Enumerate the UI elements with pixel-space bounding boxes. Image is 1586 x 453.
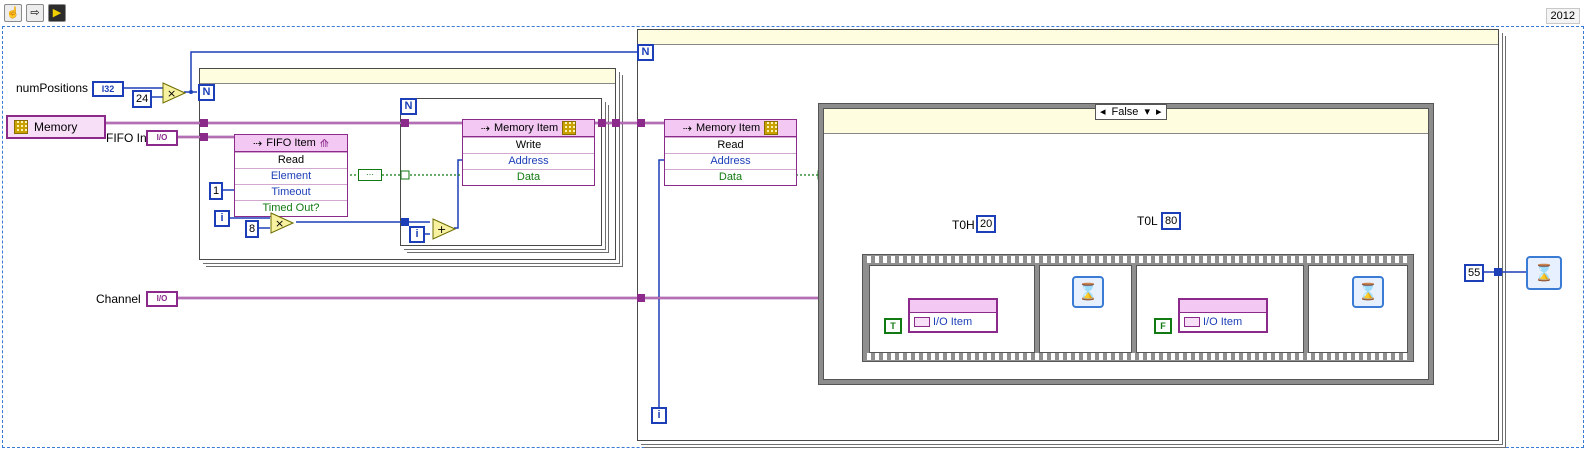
io-item-node-2[interactable]: I/O Item (1178, 298, 1268, 333)
memory-write-grid-icon (562, 121, 577, 135)
for-loop-outer-header (200, 69, 615, 84)
arrow-right-icon[interactable]: ⇨ (26, 4, 44, 22)
case-dropdown-icon[interactable]: ▾ (1144, 106, 1150, 118)
io-item-1-header (910, 300, 996, 313)
memory-read-row-address: Address (665, 153, 796, 169)
case-selector-value: False (1111, 106, 1139, 118)
constant-24[interactable]: 24 (132, 90, 153, 108)
numpositions-control[interactable]: I32 (92, 81, 124, 97)
memory-write-node[interactable]: ⇢ Memory Item Write Address Data (462, 119, 595, 186)
fifo-item-header: ⇢ FIFO Item ⟰ (235, 135, 347, 152)
fifo-in-label: FIFO In (106, 131, 147, 145)
fifo-row-read: Read (235, 152, 347, 168)
multiply-node-2[interactable]: × (270, 212, 295, 237)
io-item-2-body: I/O Item (1180, 313, 1266, 331)
film-dots-top (867, 256, 1409, 263)
for-loop-right-header (638, 30, 1498, 45)
memory-control[interactable]: Memory (6, 115, 106, 139)
fifo-item-title: FIFO Item (266, 137, 316, 149)
io-item-1-ref-icon (914, 317, 930, 327)
fifo-item-node[interactable]: ⇢ FIFO Item ⟰ Read Element Timeout Timed… (234, 134, 348, 217)
bool-constant-true[interactable]: T (884, 318, 902, 334)
bool-constant-false[interactable]: F (1154, 318, 1172, 334)
constant-8[interactable]: 8 (245, 220, 260, 238)
wait-ticks-icon-3[interactable]: ⌛ (1526, 256, 1562, 290)
io-item-node-1[interactable]: I/O Item (908, 298, 998, 333)
fifo-row-timeout: Timeout (235, 184, 347, 200)
constant-55[interactable]: 55 (1464, 264, 1485, 282)
film-dots-bottom (867, 353, 1409, 360)
t0h-constant[interactable]: 20 (976, 215, 997, 233)
right-loop-count-terminal[interactable]: N (637, 44, 654, 61)
svg-text:×: × (167, 87, 176, 100)
multiply-node[interactable]: × (162, 82, 187, 107)
memory-write-row-data: Data (463, 169, 594, 185)
io-item-2-label: I/O Item (1203, 316, 1243, 328)
case-prev-icon[interactable]: ◂ (1100, 106, 1106, 118)
io-item-1-label: I/O Item (933, 316, 973, 328)
wait-ticks-icon-2[interactable]: ⌛ (1352, 276, 1384, 308)
run-vi-icon[interactable]: ▶ (48, 4, 66, 22)
io-item-2-ref-icon (1184, 317, 1200, 327)
fifo-arrow-icon: ⇢ (253, 137, 263, 150)
loop-iteration-terminal: i (214, 210, 230, 227)
fifo-row-timed-out: Timed Out? (235, 200, 347, 216)
memory-read-header: ⇢ Memory Item (665, 120, 796, 137)
channel-label: Channel (96, 292, 141, 306)
fifo-row-element: Element (235, 168, 347, 184)
memory-write-header: ⇢ Memory Item (463, 120, 594, 137)
toolbar: ☝ ⇨ ▶ (4, 4, 66, 24)
io-item-1-body: I/O Item (910, 313, 996, 331)
svg-text:+: + (437, 223, 446, 236)
t0h-label: T0H (952, 218, 975, 232)
memory-read-row-read: Read (665, 137, 796, 153)
t0l-constant[interactable]: 80 (1161, 212, 1182, 230)
wait-ticks-icon-1[interactable]: ⌛ (1072, 276, 1104, 308)
inner-loop-iteration-terminal: i (409, 226, 425, 243)
memory-read-node[interactable]: ⇢ Memory Item Read Address Data (664, 119, 797, 186)
memory-write-row-write: Write (463, 137, 594, 153)
t0l-label: T0L (1137, 214, 1158, 228)
case-selector[interactable]: ◂ False ▾ ▸ (1095, 104, 1167, 120)
memory-arrow-icon: ⇢ (480, 122, 491, 135)
for-loop-right (637, 29, 1499, 441)
svg-text:×: × (275, 217, 284, 230)
hand-icon[interactable]: ☝ (4, 4, 22, 22)
loop-count-terminal[interactable]: N (198, 84, 215, 101)
version-label: 2012 (1545, 8, 1580, 24)
add-node[interactable]: + (432, 218, 457, 243)
build-array-icon: ⋯ (358, 169, 382, 181)
block-diagram-frame (2, 26, 1584, 448)
constant-1[interactable]: 1 (209, 182, 224, 200)
memory-label: Memory (34, 120, 78, 134)
inner-loop-count-terminal[interactable]: N (400, 98, 417, 115)
fifo-in-control[interactable]: I/O (146, 130, 178, 146)
numpositions-label: numPositions (16, 81, 89, 95)
memory-read-grid-icon (764, 121, 779, 135)
memory-read-row-data: Data (665, 169, 796, 185)
io-item-2-header (1180, 300, 1266, 313)
channel-control[interactable]: I/O (146, 291, 178, 307)
memory-read-arrow-icon: ⇢ (682, 122, 693, 135)
case-next-icon[interactable]: ▸ (1155, 106, 1162, 118)
fifo-stack-icon: ⟰ (319, 137, 329, 150)
memory-write-row-address: Address (463, 153, 594, 169)
memory-write-title: Memory Item (494, 122, 559, 134)
right-loop-iteration-terminal: i (651, 407, 667, 424)
memory-read-title: Memory Item (696, 122, 761, 134)
memory-grid-icon (14, 120, 28, 134)
